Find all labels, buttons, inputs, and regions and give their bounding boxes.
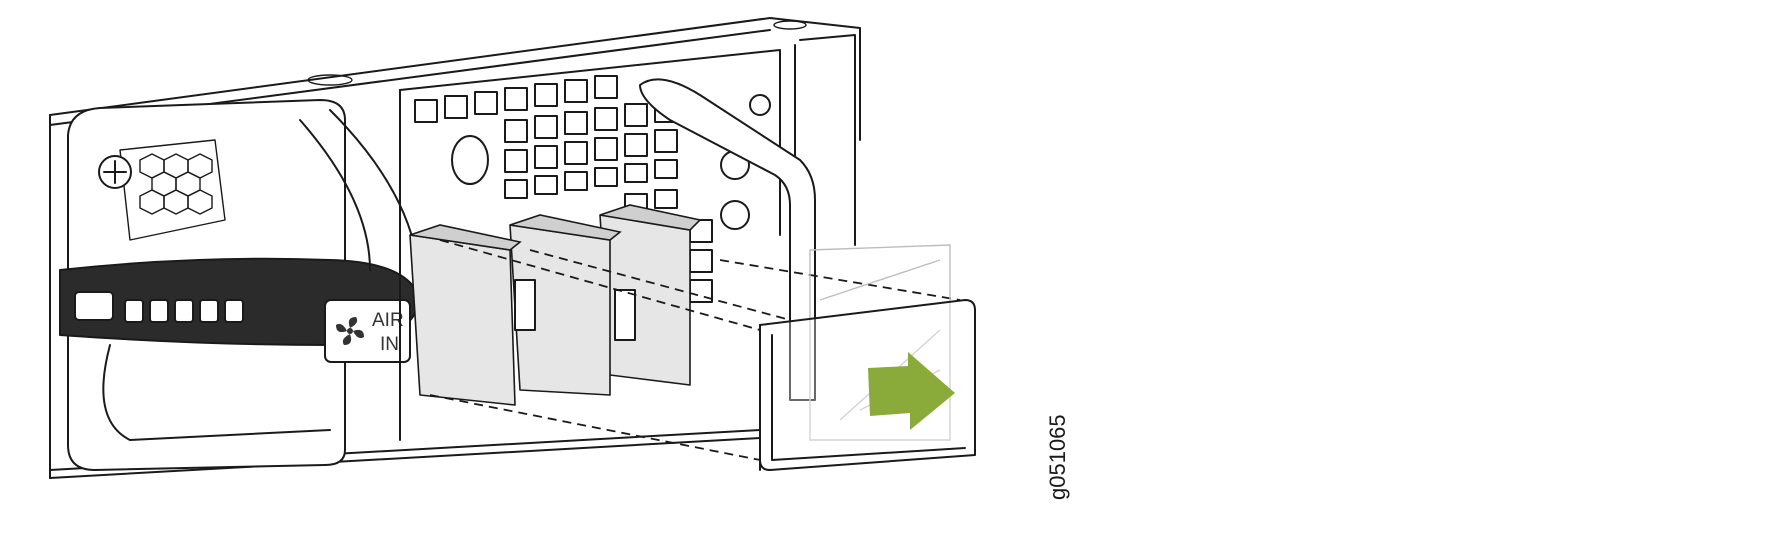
- transceiver-modules: [409, 204, 702, 406]
- air-label: AIR: [372, 310, 404, 331]
- port-vent-grid: [399, 49, 781, 441]
- air-in-badge: [324, 299, 411, 363]
- figure-id: g051065: [1045, 414, 1070, 500]
- dust-cover: [759, 244, 976, 471]
- removal-path-lines: [429, 239, 961, 461]
- pull-tab: [639, 78, 816, 401]
- power-supply-module: AIR IN: [59, 99, 421, 471]
- fan-icon: [336, 317, 364, 345]
- handle-grip: [74, 291, 244, 323]
- in-label: IN: [380, 334, 399, 355]
- arrow-right-icon: [868, 352, 955, 430]
